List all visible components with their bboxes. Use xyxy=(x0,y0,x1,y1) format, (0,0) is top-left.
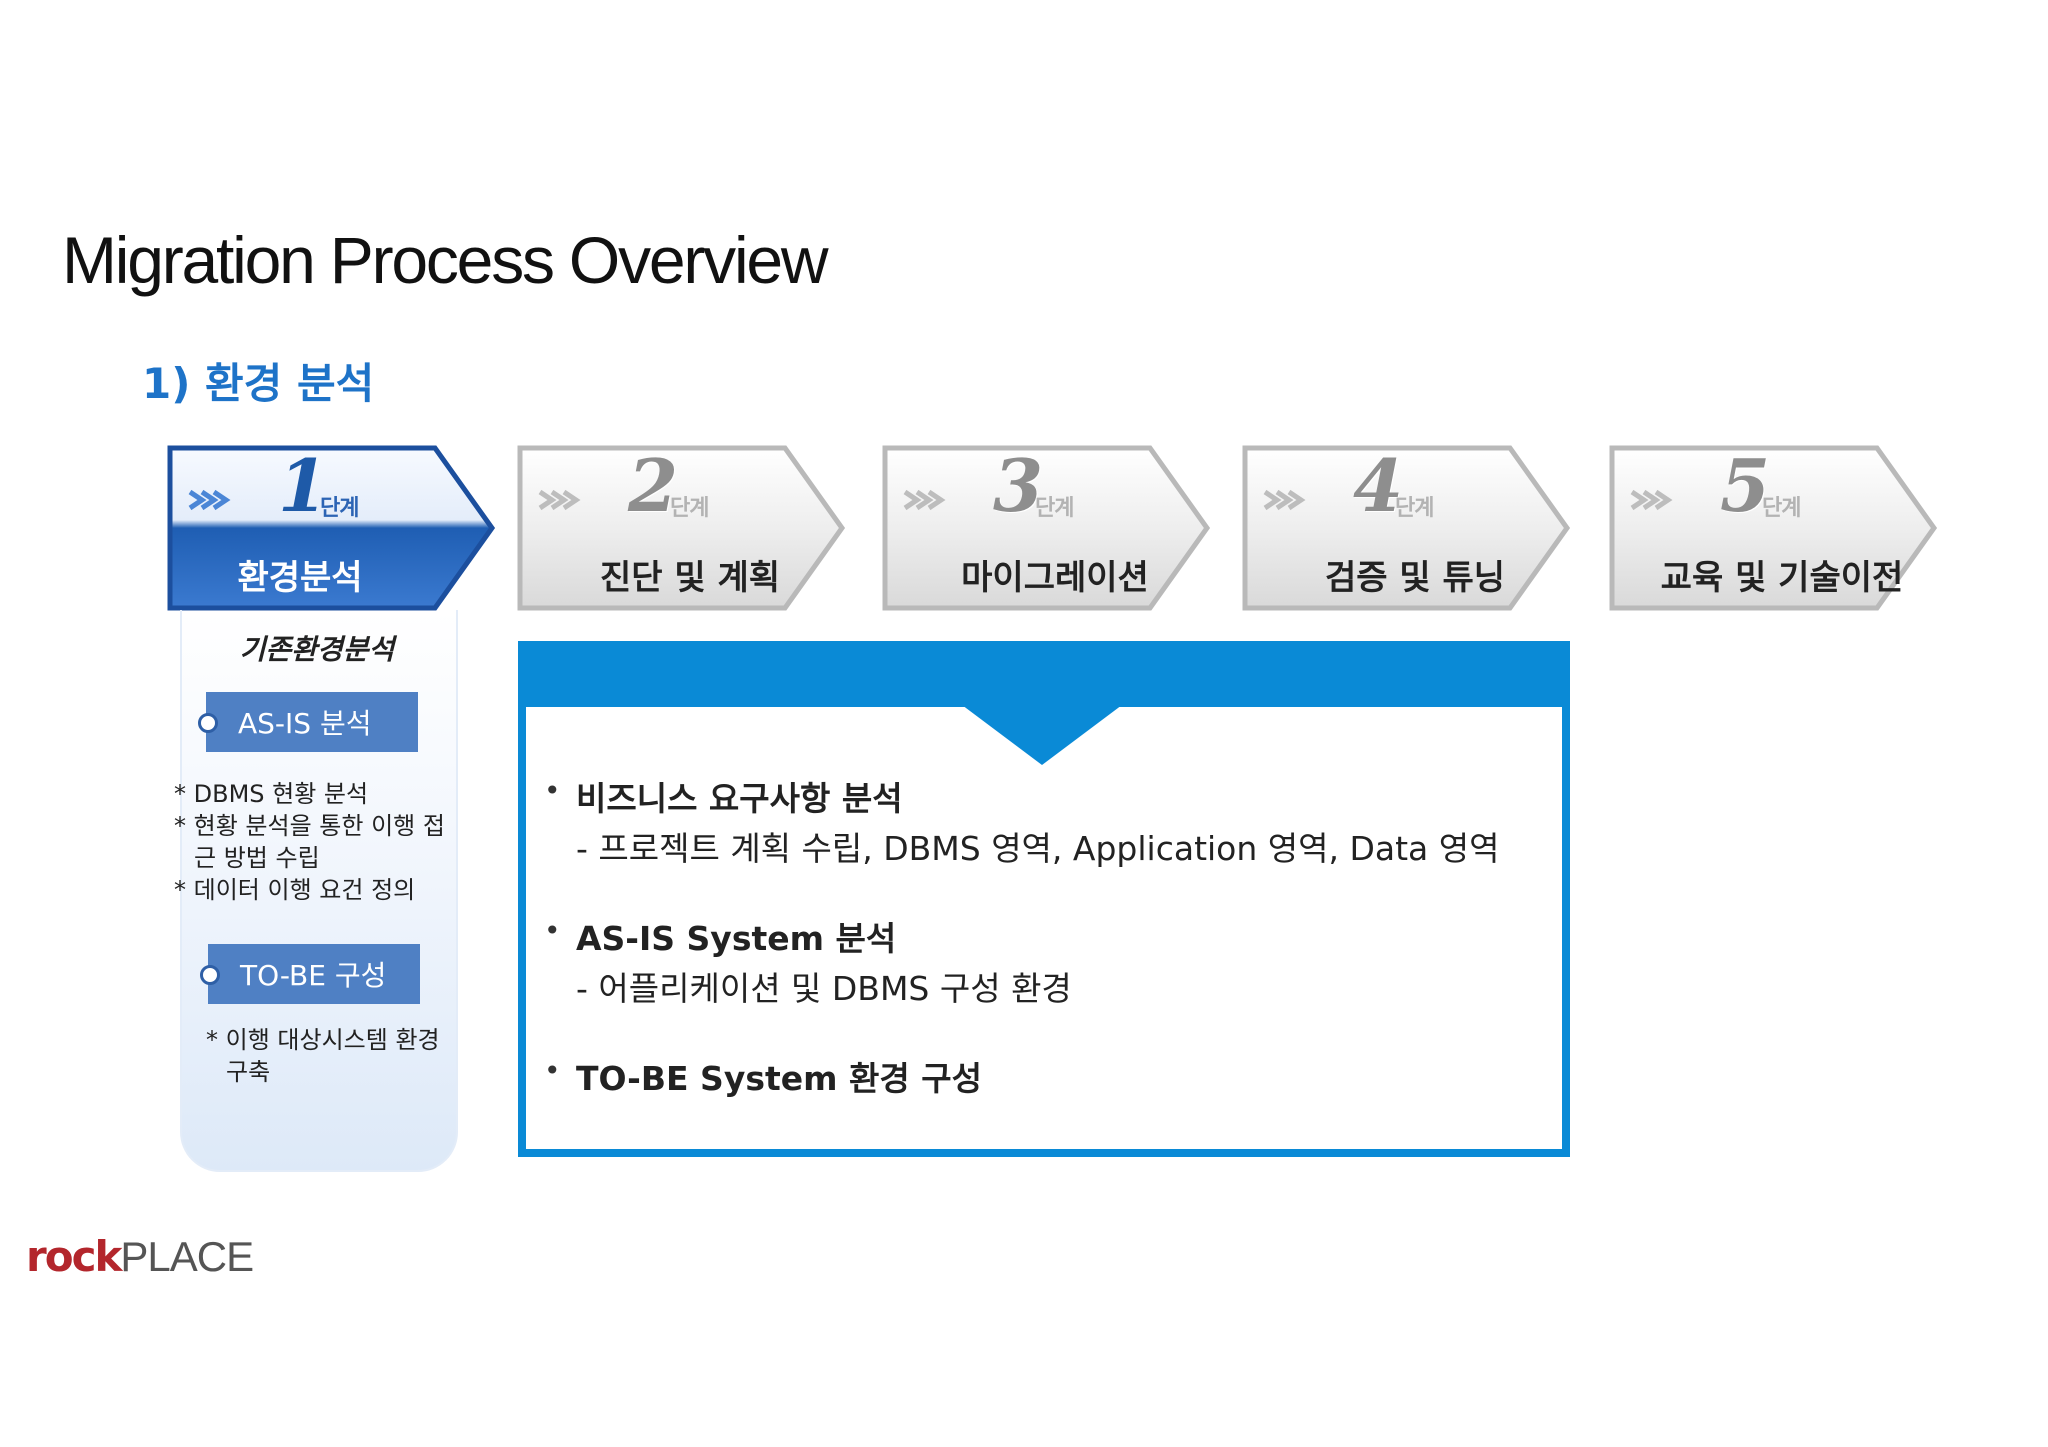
chevrons-icon xyxy=(1263,489,1306,511)
step-unit-label: 단계 xyxy=(1035,496,1074,521)
bullet-dot-icon xyxy=(198,713,218,733)
asis-phase-badge: AS-IS 분석 xyxy=(198,692,418,752)
step-arrow-path xyxy=(1609,445,1938,611)
panel-bullet-list: 비즈니스 요구사항 분석 - 프로젝트 계획 수립, DBMS 영역, Appl… xyxy=(544,772,1544,1142)
step-unit-label: 단계 xyxy=(1762,496,1801,521)
step-arrow-path xyxy=(517,445,846,611)
bullet-dot-icon xyxy=(200,965,220,985)
logo-part-rock: rock xyxy=(26,1232,122,1281)
step-number: 1 xyxy=(278,443,329,528)
panel-bullet-item: AS-IS System 분석 - 어플리케이션 및 DBMS 구성 환경 xyxy=(544,912,1544,1010)
asis-note: * 현황 분석을 통한 이행 접근 방법 수립 xyxy=(174,812,445,872)
page-title: Migration Process Overview xyxy=(62,223,829,297)
asis-phase-label: AS-IS 분석 xyxy=(238,707,372,740)
bullet-title: 비즈니스 요구사항 분석 xyxy=(576,779,903,818)
content-panel-header xyxy=(518,641,1570,707)
asis-note: * DBMS 현황 분석 xyxy=(174,780,369,808)
section-subtitle: 1) 환경 분석 xyxy=(142,359,375,408)
step-arrow-shape xyxy=(882,445,1211,611)
step-arrow-shape xyxy=(167,445,496,611)
step-unit-label: 단계 xyxy=(670,496,709,521)
rockplace-logo: rockPLACE xyxy=(26,1232,254,1281)
step-number: 2 xyxy=(628,443,679,528)
step-arrow-shape xyxy=(1609,445,1938,611)
pointer-triangle-icon xyxy=(962,705,1122,765)
tobe-notes: * 이행 대상시스템 환경 구축 xyxy=(206,1024,446,1088)
step-arrow-shape xyxy=(517,445,846,611)
step-unit-label: 단계 xyxy=(1395,496,1434,521)
step-arrow-path xyxy=(167,445,496,611)
step-number: 5 xyxy=(1720,443,1771,528)
step-arrow-path xyxy=(882,445,1211,611)
logo-part-place: PLACE xyxy=(120,1233,254,1280)
bullet-subtext: - 프로젝트 계획 수립, DBMS 영역, Application 영역, D… xyxy=(576,829,1500,868)
step-unit-label: 단계 xyxy=(320,496,359,521)
panel-bullet-item: TO-BE System 환경 구성 xyxy=(544,1052,1544,1100)
step-label: 진단 및 계획 xyxy=(599,558,781,598)
step-label: 교육 및 기술이전 xyxy=(1660,558,1904,598)
step-arrow-path xyxy=(1242,445,1571,611)
asis-notes: * DBMS 현황 분석 * 현황 분석을 통한 이행 접근 방법 수립 * 데… xyxy=(174,778,464,906)
step-number: 3 xyxy=(993,443,1044,528)
asis-note: * 데이터 이행 요건 정의 xyxy=(174,876,416,904)
tobe-note: * 이행 대상시스템 환경 구축 xyxy=(206,1026,440,1086)
chevrons-icon xyxy=(903,489,946,511)
tobe-phase-label: TO-BE 구성 xyxy=(240,959,387,992)
chevrons-icon xyxy=(1630,489,1673,511)
chevrons-icon xyxy=(538,489,581,511)
bullet-subtext: - 어플리케이션 및 DBMS 구성 환경 xyxy=(576,969,1072,1008)
step-label: 환경분석 xyxy=(237,558,363,598)
step-arrow-shape xyxy=(1242,445,1571,611)
chevrons-icon xyxy=(188,489,231,511)
step-label: 마이그레이션 xyxy=(961,558,1149,598)
stage-detail-title: 기존환경분석 xyxy=(239,633,395,666)
step-number: 4 xyxy=(1353,443,1404,528)
bullet-title: AS-IS System 분석 xyxy=(576,919,897,958)
bullet-title: TO-BE System 환경 구성 xyxy=(576,1059,982,1098)
panel-bullet-item: 비즈니스 요구사항 분석 - 프로젝트 계획 수립, DBMS 영역, Appl… xyxy=(544,772,1544,870)
step-label: 검증 및 튜닝 xyxy=(1324,558,1506,598)
tobe-phase-badge: TO-BE 구성 xyxy=(200,944,420,1004)
